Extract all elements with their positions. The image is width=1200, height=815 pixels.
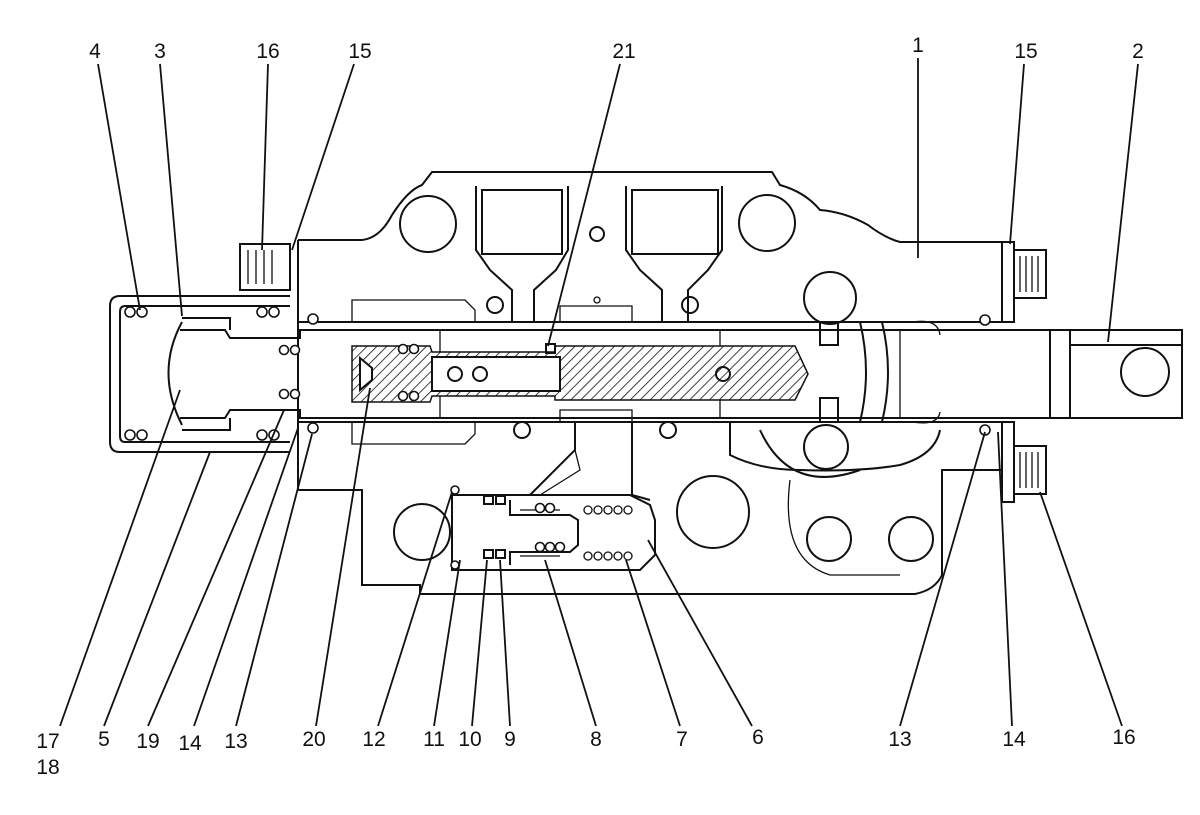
callout-21: 21 — [612, 40, 635, 63]
callout-3: 3 — [154, 40, 166, 63]
spool-clevis-end — [1050, 329, 1183, 419]
callout-12: 12 — [362, 728, 385, 751]
check-valve — [450, 485, 656, 571]
callout-18: 18 — [36, 756, 59, 779]
callout-6: 6 — [752, 726, 764, 749]
main-spool — [180, 329, 1051, 419]
callout-8: 8 — [590, 728, 602, 751]
callout-labels: 4 3 16 15 21 1 15 2 17 18 5 19 14 13 20 … — [36, 34, 1144, 779]
leader-lines — [59, 58, 1139, 727]
callout-10: 10 — [458, 728, 481, 751]
callout-2: 2 — [1132, 40, 1144, 63]
callout-5: 5 — [98, 728, 110, 751]
callout-16-top: 16 — [256, 40, 279, 63]
callout-4: 4 — [89, 40, 101, 63]
left-spring-cap — [109, 243, 291, 453]
callout-20: 20 — [302, 728, 325, 751]
callout-11: 11 — [423, 728, 445, 751]
callout-9: 9 — [504, 728, 516, 751]
callout-1: 1 — [912, 34, 924, 57]
callout-13-left: 13 — [224, 730, 247, 753]
callout-15-top-left: 15 — [348, 40, 371, 63]
callout-13-right: 13 — [888, 728, 911, 751]
valve-body — [297, 171, 1003, 595]
callout-17: 17 — [36, 730, 59, 753]
callout-7: 7 — [676, 728, 688, 751]
callout-14-right: 14 — [1002, 728, 1026, 751]
callout-19: 19 — [136, 730, 159, 753]
callout-16-right: 16 — [1112, 726, 1135, 749]
right-cap — [1001, 241, 1047, 503]
callout-14-left: 14 — [178, 732, 202, 755]
callout-15-top-right: 15 — [1014, 40, 1037, 63]
